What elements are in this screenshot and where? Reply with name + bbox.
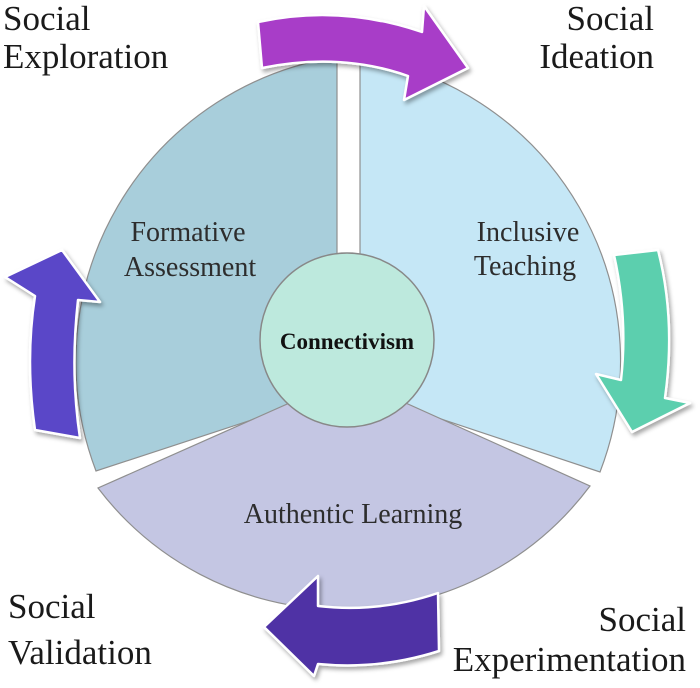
social-validation-line2: Validation <box>8 633 152 672</box>
social-experimentation-line2: Experimentation <box>452 640 686 679</box>
formative-label-line1: Formative <box>130 217 245 248</box>
formative-label-line2: Assessment <box>124 252 256 283</box>
center-circle <box>259 252 435 428</box>
social-ideation-label: Social Ideation <box>539 0 654 76</box>
social-exploration-label: Social Exploration <box>3 0 168 76</box>
authentic-label: Authentic Learning <box>244 499 462 530</box>
arrow-top-icon <box>256 4 470 102</box>
social-exploration-line2: Exploration <box>3 37 169 76</box>
social-exploration-line1: Social <box>3 0 91 38</box>
arrow-right-icon <box>594 248 692 434</box>
social-validation-label: Social Validation <box>8 588 152 672</box>
inclusive-label-line1: Inclusive <box>477 217 580 248</box>
social-experimentation-label: Social Experimentation <box>453 601 686 679</box>
social-ideation-line1: Social <box>566 0 654 38</box>
arrow-bottom-icon <box>262 574 441 678</box>
center-label: Connectivism <box>280 329 414 354</box>
social-ideation-line2: Ideation <box>539 37 654 76</box>
arrow-left-icon <box>3 248 102 440</box>
social-validation-line1: Social <box>8 587 96 626</box>
social-experimentation-line1: Social <box>598 600 686 639</box>
inclusive-label-line2: Teaching <box>474 251 576 282</box>
